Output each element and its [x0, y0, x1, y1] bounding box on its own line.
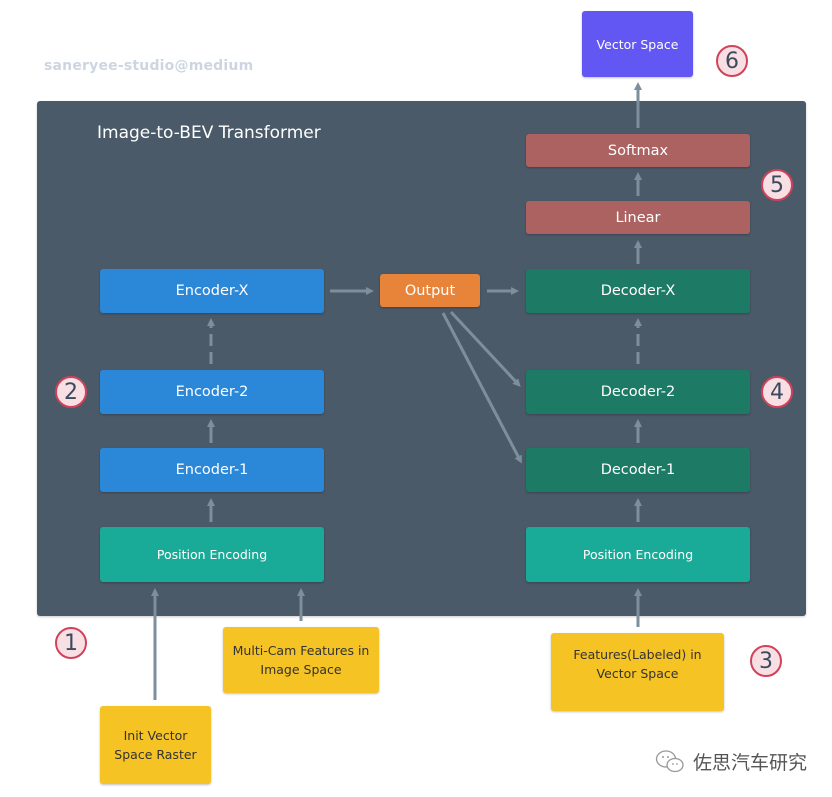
- init-raster-line-1: Init Vector: [123, 728, 188, 743]
- multicam-line-2: Image Space: [260, 662, 342, 677]
- encoder-x-block[interactable]: Encoder-X: [100, 269, 324, 313]
- labeled-features-block[interactable]: Features(Labeled) in Vector Space: [551, 633, 724, 711]
- panel-title: Image-to-BEV Transformer: [97, 123, 321, 143]
- decoder-position-encoding-block[interactable]: Position Encoding: [526, 527, 750, 582]
- softmax-block[interactable]: Softmax: [526, 134, 750, 167]
- step-badge-6: 6: [716, 45, 748, 77]
- multicam-line-1: Multi-Cam Features in: [232, 643, 370, 658]
- labeled-line-2: Vector Space: [596, 666, 679, 681]
- step-badge-4: 4: [761, 376, 793, 408]
- step-badge-3: 3: [750, 645, 782, 677]
- linear-block[interactable]: Linear: [526, 201, 750, 234]
- step-badge-1: 1: [55, 627, 87, 659]
- arrow-output-to-dec2: [449, 310, 521, 387]
- output-block[interactable]: Output: [380, 274, 480, 307]
- arrow-output-to-dec1: [441, 312, 522, 464]
- multicam-features-block[interactable]: Multi-Cam Features in Image Space: [223, 627, 379, 693]
- encoder-position-encoding-block[interactable]: Position Encoding: [100, 527, 324, 582]
- vector-space-block[interactable]: Vector Space: [582, 11, 693, 77]
- encoder-2-block[interactable]: Encoder-2: [100, 370, 324, 414]
- wechat-icon: [655, 749, 684, 772]
- encoder-1-block[interactable]: Encoder-1: [100, 448, 324, 492]
- step-badge-2: 2: [55, 376, 87, 408]
- decoder-1-block[interactable]: Decoder-1: [526, 448, 750, 492]
- init-vector-space-raster-block[interactable]: Init Vector Space Raster: [100, 706, 211, 784]
- step-badge-5: 5: [761, 169, 793, 201]
- decoder-2-block[interactable]: Decoder-2: [526, 370, 750, 414]
- footer-brand: 佐思汽车研究: [655, 748, 807, 775]
- decoder-x-block[interactable]: Decoder-X: [526, 269, 750, 313]
- labeled-line-1: Features(Labeled) in: [573, 647, 702, 662]
- watermark-text: saneryee-studio@medium: [44, 58, 254, 74]
- init-raster-line-2: Space Raster: [114, 747, 197, 762]
- brand-text: 佐思汽车研究: [693, 752, 808, 774]
